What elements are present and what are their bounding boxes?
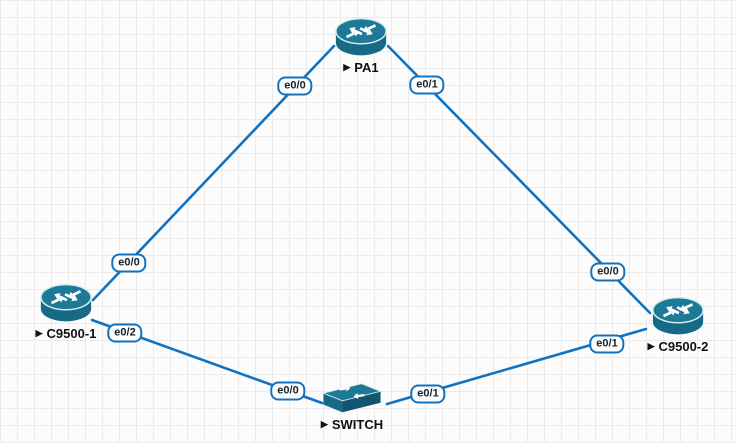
interface-label-c9500-1-e0-2[interactable]: e0/2	[107, 323, 143, 343]
node-name: C9500-2	[658, 339, 709, 354]
play-icon: ▶	[343, 62, 351, 72]
node-label[interactable]: ▶ PA1	[343, 60, 378, 75]
node-label[interactable]: ▶ SWITCH	[321, 417, 383, 432]
play-icon: ▶	[320, 419, 328, 429]
node-name: SWITCH	[331, 417, 384, 432]
switch-icon[interactable]	[320, 377, 384, 417]
node-label[interactable]: ▶ C9500-1	[36, 326, 97, 341]
node-name: PA1	[354, 60, 379, 75]
interface-label-switch-e0-0[interactable]: e0/0	[270, 381, 306, 401]
interface-label-pa1-e0-0[interactable]: e0/0	[277, 76, 313, 96]
node-name: C9500-1	[46, 326, 97, 341]
node-label[interactable]: ▶ C9500-2	[648, 339, 709, 354]
interface-label-c9500-2-e0-0[interactable]: e0/0	[590, 262, 626, 282]
play-icon: ▶	[647, 341, 655, 351]
interface-label-c9500-2-e0-1[interactable]: e0/1	[589, 334, 625, 354]
router-icon[interactable]	[649, 294, 707, 339]
interface-label-c9500-1-e0-0[interactable]: e0/0	[111, 253, 147, 273]
interface-label-pa1-e0-1[interactable]: e0/1	[409, 75, 445, 95]
router-icon[interactable]	[37, 281, 95, 326]
interface-label-switch-e0-1[interactable]: e0/1	[410, 384, 446, 404]
router-icon[interactable]	[332, 15, 390, 60]
play-icon: ▶	[35, 328, 43, 338]
